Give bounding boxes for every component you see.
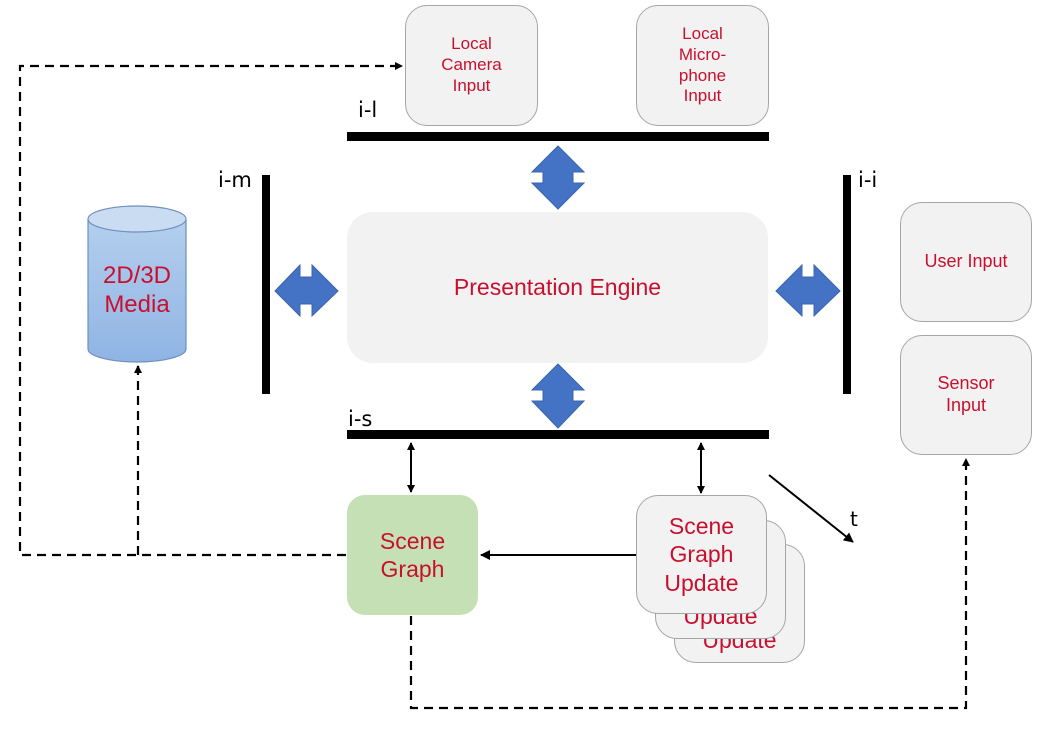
dashed-arrow-scene-graph-to-camera [18,62,403,557]
user-input-label: User Input [924,251,1008,272]
media-store-label: 2D/3D Media [102,261,172,318]
media-store-cylinder [87,205,187,363]
time-axis-label: t [850,507,858,531]
sensor-input-node[interactable]: Sensor Input [900,335,1032,455]
interface-bar-scene [347,430,769,439]
user-input-node[interactable]: User Input [900,202,1032,322]
block-arrow-engine-scene [530,363,586,429]
sensor-input-label: Sensor Input [937,373,995,415]
local-camera-input-node[interactable]: Local Camera Input [405,5,538,126]
scene-graph-node[interactable]: Scene Graph [347,495,478,615]
block-arrow-engine-input [775,263,841,318]
block-arrow-engine-local [530,145,586,210]
interface-label-scene: i-s [348,407,373,431]
interface-bar-local [347,132,769,141]
scene-graph-update-node[interactable]: Scene Graph Update [636,495,767,614]
local-camera-input-label: Local Camera Input [441,34,502,95]
local-microphone-input-label: Local Micro- phone Input [678,24,727,106]
interface-bar-input [843,175,851,394]
dashed-arrow-scene-graph-to-sensor [409,458,970,710]
interface-label-local: i-l [358,98,378,122]
scene-graph-update-label: Scene Graph Update [664,513,739,596]
time-axis-arrow [768,474,854,543]
interface-bar-media [262,175,270,394]
interface-label-media: i-m [218,168,252,192]
interface-label-input: i-i [858,168,878,192]
local-microphone-input-node[interactable]: Local Micro- phone Input [636,5,769,126]
block-arrow-engine-media [274,263,339,318]
presentation-engine-node[interactable]: Presentation Engine [347,212,768,363]
media-store-node[interactable]: 2D/3D Media [88,245,186,335]
scene-graph-label: Scene Graph [379,527,446,582]
presentation-engine-label: Presentation Engine [453,274,662,301]
